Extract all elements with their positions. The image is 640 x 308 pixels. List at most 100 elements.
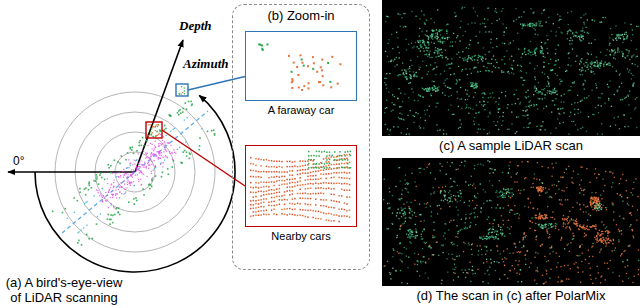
lidar-point — [508, 73, 509, 74]
lidar-point — [312, 183, 314, 185]
lidar-point — [273, 201, 275, 203]
lidar-point — [454, 12, 455, 13]
lidar-point — [284, 180, 286, 182]
lidar-point — [555, 53, 556, 54]
lidar-point — [134, 185, 135, 186]
lidar-point — [585, 13, 586, 14]
lidar-point — [273, 181, 275, 183]
lidar-point — [499, 116, 500, 117]
lidar-point — [538, 98, 539, 99]
lidar-point — [140, 145, 142, 147]
lidar-point — [127, 184, 128, 185]
lidar-point — [344, 183, 346, 185]
lidar-point — [610, 28, 611, 29]
lidar-point — [305, 179, 307, 181]
lidar-point — [544, 57, 545, 58]
lidar-point — [305, 169, 307, 171]
lidar-point — [431, 30, 432, 31]
lidar-point — [505, 95, 506, 96]
lidar-point — [386, 107, 387, 108]
lidar-point — [105, 201, 106, 202]
lidar-point — [488, 8, 489, 9]
lidar-point — [324, 163, 326, 165]
lidar-point — [399, 57, 400, 58]
lidar-point — [439, 129, 440, 130]
lidar-point — [417, 56, 418, 57]
lidar-point — [446, 65, 447, 66]
lidar-point — [494, 11, 495, 12]
lidar-point — [456, 91, 457, 92]
lidar-point — [578, 109, 579, 110]
lidar-point — [320, 66, 322, 68]
lidar-point — [261, 48, 263, 50]
lidar-point — [325, 219, 327, 221]
lidar-point — [485, 58, 486, 59]
lidar-point — [529, 102, 530, 103]
lidar-point — [619, 36, 620, 37]
lidar-point — [323, 205, 325, 207]
lidar-point — [110, 187, 111, 188]
lidar-point — [544, 129, 545, 130]
lidar-point — [276, 161, 278, 163]
lidar-point — [326, 151, 328, 153]
lidar-point — [305, 216, 307, 218]
lidar-point — [341, 163, 343, 165]
lidar-point — [325, 206, 327, 208]
lidar-point — [255, 182, 257, 184]
lidar-point — [437, 89, 438, 90]
lidar-point — [165, 144, 166, 145]
lidar-point — [436, 88, 437, 89]
lidar-point — [518, 17, 519, 18]
lidar-point — [386, 88, 387, 89]
lidar-point — [136, 200, 138, 202]
lidar-point — [328, 182, 330, 184]
lidar-point — [451, 58, 452, 59]
lidar-point — [97, 216, 98, 217]
lidar-point — [344, 159, 346, 161]
lidar-point — [173, 129, 174, 130]
lidar-point — [527, 115, 528, 116]
lidar-point — [313, 62, 315, 64]
lidar-point — [154, 145, 155, 146]
lidar-point — [136, 160, 137, 161]
lidar-point — [158, 151, 159, 152]
lidar-point — [404, 26, 405, 27]
lidar-point — [289, 174, 291, 176]
lidar-point — [435, 88, 436, 89]
lidar-point — [164, 146, 165, 147]
lidar-point — [495, 125, 496, 126]
lidar-point — [88, 183, 90, 185]
lidar-point — [476, 83, 477, 84]
lidar-point — [286, 186, 288, 188]
lidar-point — [148, 162, 149, 163]
lidar-point — [636, 56, 637, 57]
lidar-point — [479, 101, 480, 102]
lidar-point — [338, 201, 340, 203]
lidar-point — [148, 168, 149, 169]
lidar-point — [323, 158, 325, 160]
lidar-point — [127, 174, 128, 175]
lidar-point — [487, 102, 488, 103]
lidar-point — [465, 99, 466, 100]
lidar-point — [164, 125, 166, 127]
lidar-point — [502, 42, 503, 43]
lidar-point — [102, 197, 103, 198]
lidar-point — [636, 127, 637, 128]
lidar-point — [294, 178, 296, 180]
lidar-point — [587, 53, 588, 54]
lidar-point — [630, 118, 631, 119]
lidar-point — [573, 121, 574, 122]
lidar-point — [184, 119, 185, 120]
lidar-point — [484, 104, 485, 105]
lidar-point — [581, 17, 582, 18]
lidar-point — [89, 185, 91, 187]
lidar-point — [389, 73, 390, 74]
lidar-point — [286, 161, 288, 163]
lidar-point — [484, 92, 485, 93]
lidar-point — [116, 176, 117, 177]
lidar-point — [447, 31, 448, 32]
lidar-point — [333, 164, 335, 166]
lidar-point — [165, 128, 167, 130]
lidar-point — [138, 145, 140, 147]
lidar-point — [118, 176, 119, 177]
